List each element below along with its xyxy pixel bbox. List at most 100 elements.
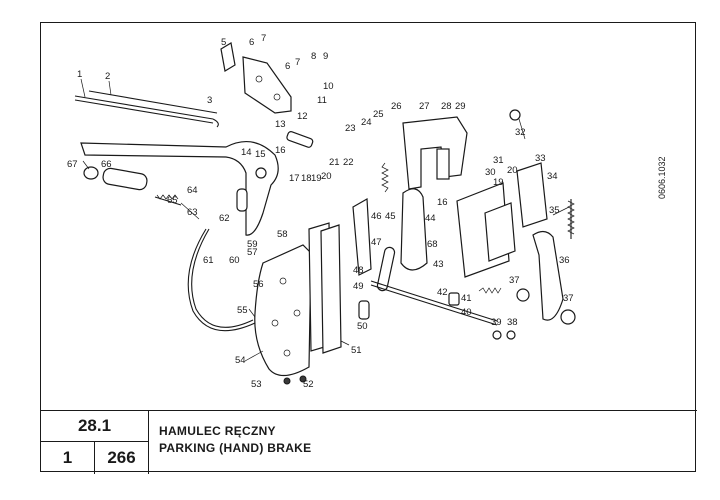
callout-label: 7: [261, 33, 266, 44]
lever-36: [532, 230, 564, 321]
callout-label: 34: [547, 171, 558, 182]
callout-label: 37: [509, 275, 520, 286]
mount-bracket: [242, 56, 292, 114]
spring-23: [381, 162, 389, 193]
callout-label: 39: [491, 317, 502, 328]
callout-label: 45: [385, 211, 396, 222]
hand-lever: [80, 140, 279, 236]
caliper-body: [402, 116, 468, 190]
grip-cap: [83, 166, 99, 180]
callout-label: 5: [221, 37, 226, 48]
callout-label: 25: [373, 109, 384, 120]
pin-50: [358, 300, 370, 320]
threaded-rod-40: [370, 280, 498, 322]
callout-label: 10: [323, 81, 334, 92]
nut-52: [299, 375, 307, 383]
title-text: HAMULEC RĘCZNY PARKING (HAND) BRAKE: [159, 423, 311, 457]
callout-label: 62: [219, 213, 230, 224]
mount-plate-5: [220, 42, 236, 72]
callout-label: 17: [289, 173, 300, 184]
nut-38: [506, 330, 516, 340]
callout-label: 9: [323, 51, 328, 62]
bushing-42: [448, 292, 460, 306]
callout-label: 59: [247, 239, 258, 250]
spring-41: [478, 287, 502, 294]
handle-grip: [102, 167, 148, 191]
callout-label: 11: [317, 95, 327, 106]
callout-label: 66: [101, 159, 112, 170]
group-number: 1: [41, 442, 95, 474]
callout-label: 13: [275, 119, 286, 130]
callout-label: 67: [67, 159, 78, 170]
nut-37: [560, 309, 576, 325]
callout-label: 20: [321, 171, 332, 182]
lever-pivot: [255, 167, 267, 179]
rod-hook: [212, 118, 219, 128]
callout-label: 19: [493, 177, 504, 188]
callout-label: 55: [237, 305, 248, 316]
callout-label: 64: [187, 185, 198, 196]
callout-label: 61: [203, 255, 214, 266]
callout-label: 3: [207, 95, 212, 106]
washer-39: [492, 330, 502, 340]
callout-label: 43: [433, 259, 444, 270]
callout-label: 37: [563, 293, 574, 304]
brake-pad-33: [516, 162, 548, 228]
callout-label: 20: [507, 165, 518, 176]
arm-48: [352, 197, 372, 276]
callout-label: 41: [461, 293, 472, 304]
push-rod: [236, 188, 248, 212]
callout-label: 15: [255, 149, 266, 160]
title-english: PARKING (HAND) BRAKE: [159, 441, 312, 455]
arm-45: [400, 188, 428, 271]
callout-label: 21: [329, 157, 340, 168]
callout-label: 29: [455, 101, 466, 112]
adjuster-15: [286, 131, 314, 148]
callout-label: 57: [247, 247, 258, 258]
callout-label: 32: [515, 127, 526, 138]
callout-label: 36: [559, 255, 570, 266]
drawing-reference-code: 0606.1032: [657, 156, 667, 199]
callout-label: 22: [343, 157, 354, 168]
callout-label: 63: [187, 207, 198, 218]
section-number: 28.1: [41, 411, 149, 442]
callout-label: 53: [251, 379, 262, 390]
rod-part-2: [88, 90, 218, 114]
callout-label: 65: [167, 195, 178, 206]
callout-label: 24: [361, 117, 372, 128]
callout-label: 26: [391, 101, 402, 112]
callout-label: 47: [371, 237, 382, 248]
exploded-parts-diagram: 1 2 3 5 6 7 8 9 6 7 10 11 12 13 14 15 16…: [67, 33, 576, 390]
callout-label: 31: [493, 155, 504, 166]
callout-label: 30: [485, 167, 496, 178]
drawing-sheet: 1 2 3 5 6 7 8 9 6 7 10 11 12 13 14 15 16…: [40, 22, 697, 474]
page-number: 266: [95, 442, 149, 474]
callout-label: 27: [419, 101, 430, 112]
callout-label: 48: [353, 265, 364, 276]
callout-label: 6: [285, 61, 290, 72]
bracket-plate-51: [320, 224, 342, 354]
cable-part-55-edge: [191, 228, 254, 328]
callout-label: 56: [253, 279, 264, 290]
title-polish: HAMULEC RĘCZNY: [159, 424, 276, 438]
callout-label: 42: [437, 287, 448, 298]
backing-plate: [254, 244, 312, 377]
callout-label: 54: [235, 355, 246, 366]
cable-part-1-edge: [74, 99, 214, 124]
callout-label: 1: [77, 69, 82, 80]
bolt-53: [283, 377, 291, 385]
callout-label: 28: [441, 101, 452, 112]
callout-label: 51: [351, 345, 362, 356]
callout-label: 46: [371, 211, 382, 222]
callout-label: 16: [437, 197, 448, 208]
callout-label: 23: [345, 123, 356, 134]
callout-label: 60: [229, 255, 240, 266]
callout-label: 16: [275, 145, 286, 156]
callout-label: 58: [277, 229, 288, 240]
callout-label: 38: [507, 317, 518, 328]
callout-label: 19: [311, 173, 322, 184]
callout-label: 18: [301, 173, 312, 184]
cable-part-1: [74, 95, 214, 120]
callout-label: 12: [297, 111, 308, 122]
callout-label: 6: [249, 37, 254, 48]
